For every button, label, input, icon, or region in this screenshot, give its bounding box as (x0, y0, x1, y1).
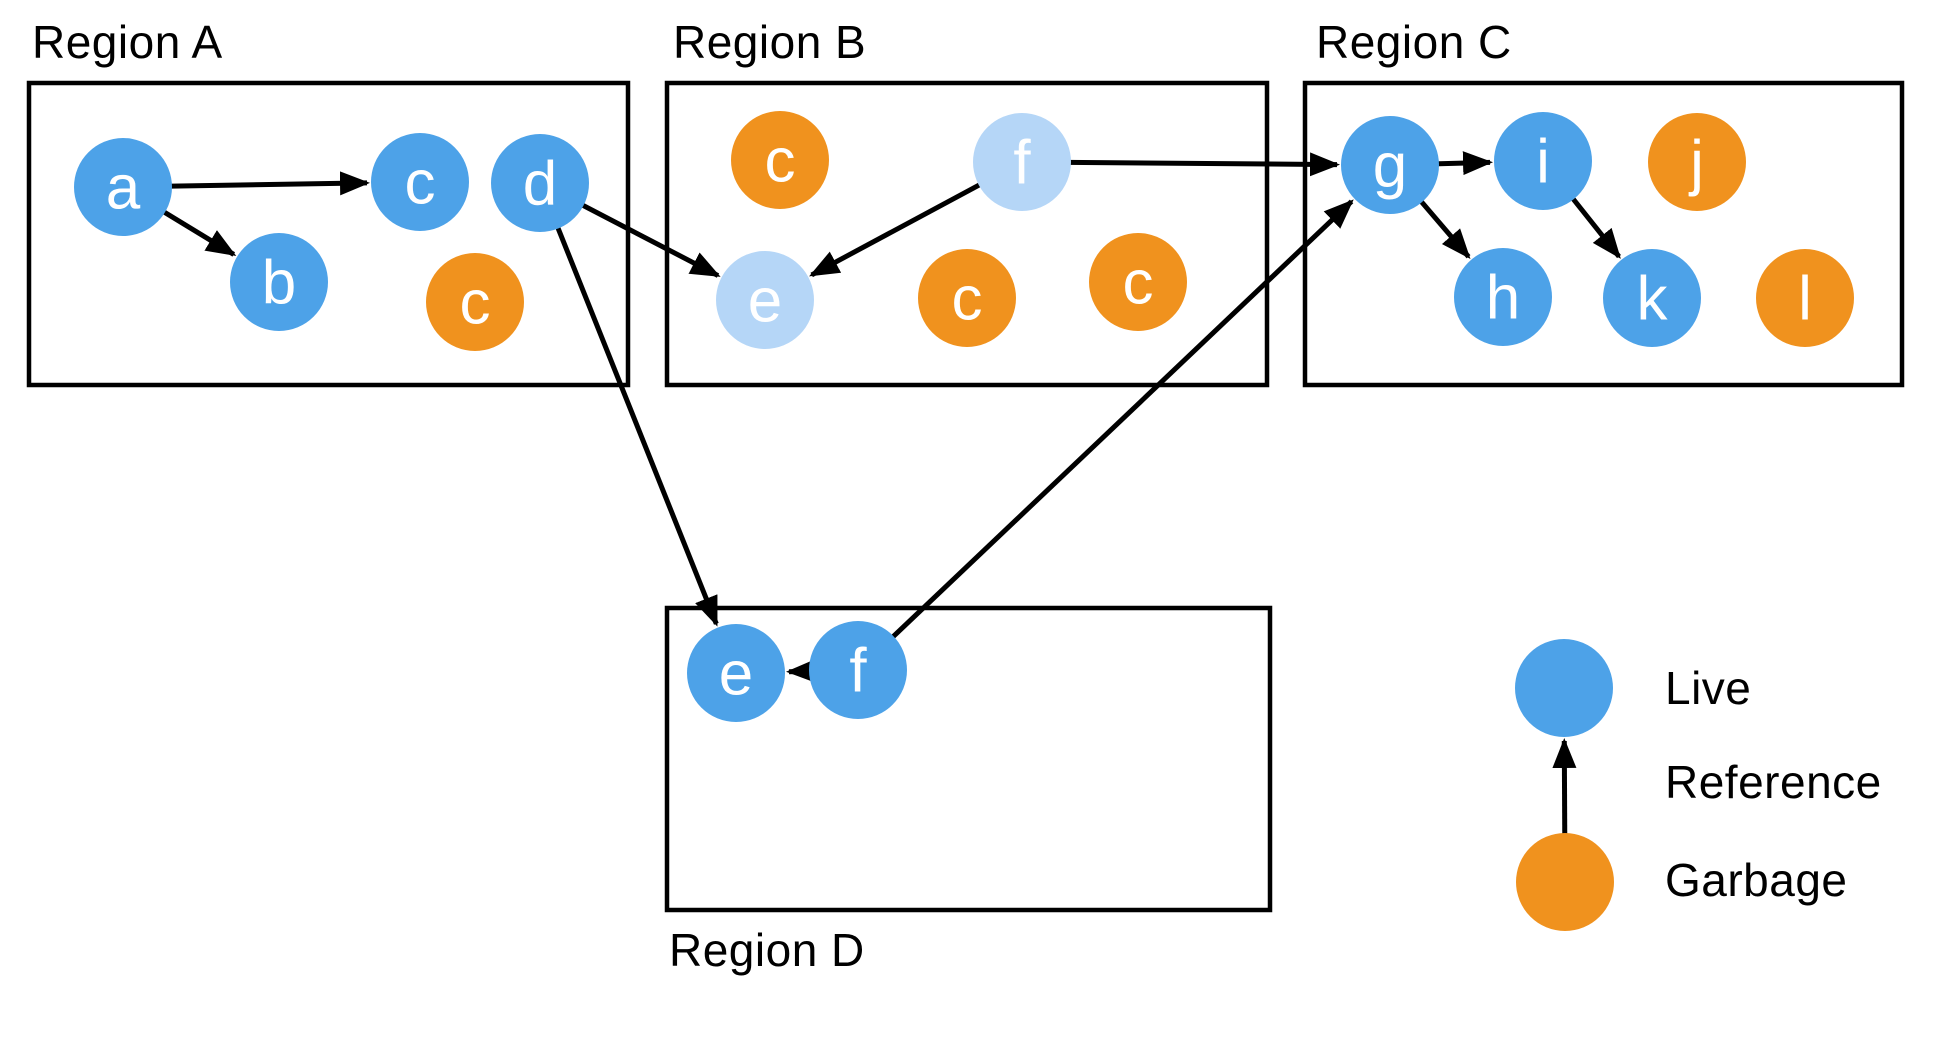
node-c2 (426, 253, 524, 351)
node-c1-label: c (405, 149, 436, 218)
node-eD (687, 624, 785, 722)
node-g-label: g (1373, 132, 1407, 201)
region-c-box (1302, 80, 1905, 388)
node-c5-label: c (1123, 249, 1154, 318)
node-c4-label: c (952, 265, 983, 334)
node-a (74, 138, 172, 236)
region-b-label: Region B (673, 16, 867, 68)
node-l-label: l (1798, 265, 1812, 334)
node-d-label: d (523, 150, 557, 219)
node-c5 (1089, 233, 1187, 331)
region-d-box (664, 605, 1273, 913)
node-fB (973, 113, 1071, 211)
legend-garbage-swatch (1516, 833, 1614, 931)
edge-fD-g (856, 199, 1354, 672)
legend-reference-label: Reference (1665, 756, 1882, 808)
node-eB-label: e (748, 267, 782, 336)
node-k (1603, 249, 1701, 347)
region-a-box (26, 80, 631, 388)
region-c-label: Region C (1316, 16, 1512, 68)
node-c3-label: c (765, 127, 796, 196)
region-d-label: Region D (669, 924, 865, 976)
node-l (1756, 249, 1854, 347)
node-j-label: j (1688, 129, 1704, 198)
node-c4 (918, 249, 1016, 347)
node-i-label: i (1536, 128, 1550, 197)
node-h (1454, 248, 1552, 346)
legend-live-label: Live (1665, 662, 1752, 714)
node-b-label: b (262, 249, 296, 318)
node-k-label: k (1637, 265, 1669, 334)
node-fB-label: f (1013, 129, 1031, 198)
node-eD-label: e (719, 640, 753, 709)
node-c3 (731, 111, 829, 209)
node-fD (809, 621, 907, 719)
node-j (1648, 113, 1746, 211)
node-c1 (371, 133, 469, 231)
region-a-label: Region A (32, 16, 223, 68)
node-i (1494, 112, 1592, 210)
edge-fB-g (1021, 152, 1341, 177)
legend-live-swatch (1515, 639, 1613, 737)
node-fD-label: f (849, 637, 867, 706)
node-c2-label: c (460, 269, 491, 338)
node-b (230, 233, 328, 331)
node-g (1341, 116, 1439, 214)
legend-garbage-label: Garbage (1665, 854, 1848, 906)
region-b-box (664, 80, 1270, 388)
node-d (491, 134, 589, 232)
node-eB (716, 251, 814, 349)
node-a-label: a (106, 154, 141, 223)
edge-d-eD (537, 182, 719, 627)
node-h-label: h (1486, 264, 1520, 333)
